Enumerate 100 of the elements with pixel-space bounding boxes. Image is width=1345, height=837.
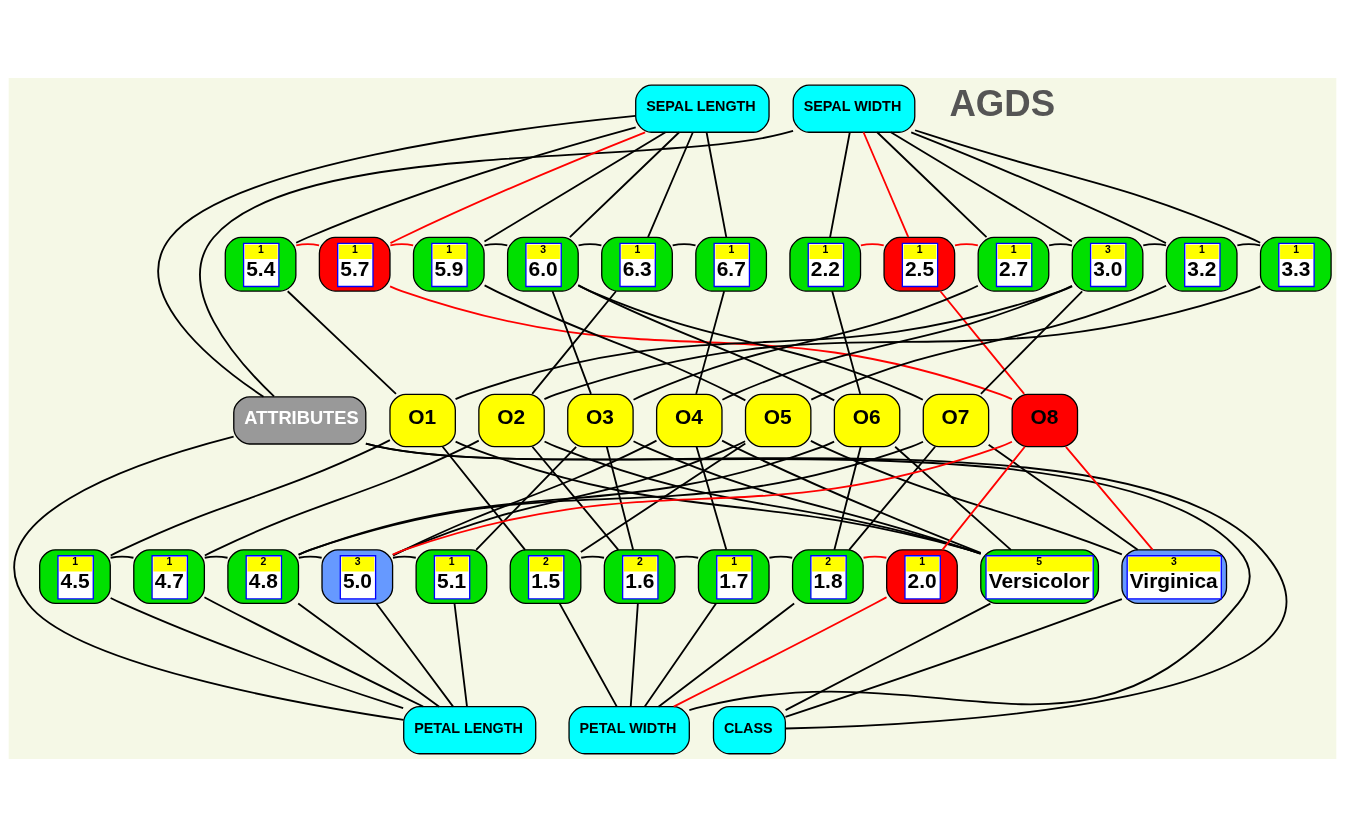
connector bbox=[203, 439, 480, 557]
connector bbox=[876, 131, 988, 239]
node-box: O4 bbox=[655, 393, 723, 448]
connector bbox=[389, 243, 415, 247]
connector bbox=[768, 555, 794, 559]
connector bbox=[695, 290, 726, 395]
node-box: 3 3.0 bbox=[1071, 236, 1144, 292]
connector bbox=[1142, 243, 1167, 247]
connector bbox=[531, 290, 617, 395]
connector bbox=[674, 555, 700, 559]
connector bbox=[894, 445, 1012, 551]
connector bbox=[889, 131, 1073, 243]
node-box: 2 1.5 bbox=[509, 549, 582, 605]
node-box: 1 2.5 bbox=[883, 236, 956, 292]
label: AGDS bbox=[949, 83, 1056, 125]
connector bbox=[833, 445, 862, 551]
connector bbox=[295, 243, 320, 247]
connector bbox=[829, 131, 851, 239]
node-box: 5 Versicolor bbox=[980, 549, 1100, 605]
connector bbox=[389, 131, 647, 245]
node-box: 1 5.7 bbox=[318, 236, 391, 292]
node-box: 1 3.2 bbox=[1165, 236, 1238, 292]
node-box: 1 2.0 bbox=[886, 549, 958, 605]
connector bbox=[721, 439, 982, 554]
connector bbox=[810, 284, 1167, 401]
node-box: O3 bbox=[567, 393, 634, 448]
connector bbox=[454, 440, 982, 555]
connector bbox=[568, 131, 681, 239]
connector bbox=[392, 439, 658, 557]
connector bbox=[392, 555, 417, 559]
connector bbox=[453, 602, 468, 708]
connector bbox=[657, 602, 796, 708]
connector bbox=[860, 243, 885, 247]
node-box: O7 bbox=[922, 393, 990, 448]
connector bbox=[672, 596, 888, 708]
connector bbox=[671, 243, 697, 247]
connector bbox=[721, 284, 1073, 401]
connector bbox=[1236, 243, 1262, 247]
connector bbox=[848, 445, 936, 551]
node-box: 2 1.6 bbox=[603, 549, 676, 605]
connector bbox=[286, 290, 397, 395]
connector bbox=[579, 442, 747, 553]
connector bbox=[784, 598, 1123, 718]
connector bbox=[441, 445, 526, 551]
node-box: O8 bbox=[1011, 393, 1079, 448]
connector bbox=[632, 284, 979, 401]
connector bbox=[629, 602, 639, 708]
connector bbox=[1065, 445, 1154, 551]
node-box: 1 4.7 bbox=[133, 549, 206, 605]
connector bbox=[647, 131, 694, 239]
node-box: O1 bbox=[389, 393, 456, 448]
connector bbox=[980, 290, 1084, 395]
node-box: SEPAL WIDTH bbox=[792, 84, 916, 133]
connector bbox=[941, 445, 1026, 551]
connector bbox=[297, 555, 323, 559]
connector bbox=[531, 445, 620, 551]
connector bbox=[109, 597, 405, 710]
node-box: PETAL WIDTH bbox=[568, 706, 690, 755]
connector bbox=[910, 131, 1167, 245]
connector bbox=[543, 440, 982, 555]
connector bbox=[375, 602, 455, 708]
connector bbox=[643, 602, 717, 708]
connector bbox=[295, 126, 637, 244]
connector bbox=[862, 131, 910, 239]
connector bbox=[483, 243, 509, 247]
connector bbox=[109, 555, 135, 559]
node-box: 1 6.3 bbox=[601, 236, 673, 292]
node-box: 1 5.4 bbox=[224, 236, 297, 292]
node-box: SEPAL LENGTH bbox=[635, 84, 770, 133]
connector bbox=[199, 129, 794, 398]
connector bbox=[483, 131, 667, 243]
connector bbox=[577, 284, 836, 402]
node-box: O6 bbox=[833, 393, 901, 448]
node-box: ATTRIBUTES bbox=[233, 396, 367, 445]
connector bbox=[577, 243, 603, 247]
connector bbox=[831, 290, 862, 395]
connector bbox=[391, 440, 1013, 556]
node-box: CLASS bbox=[712, 706, 787, 755]
connector bbox=[862, 555, 888, 559]
connector bbox=[109, 439, 391, 557]
connector bbox=[454, 285, 1074, 401]
connector bbox=[939, 290, 1026, 395]
connector bbox=[13, 435, 405, 721]
node-box: 3 6.0 bbox=[506, 236, 579, 292]
connector bbox=[705, 131, 728, 239]
connector bbox=[297, 602, 441, 708]
node-box: 1 3.3 bbox=[1259, 236, 1332, 292]
connector bbox=[203, 555, 229, 559]
connector bbox=[695, 445, 728, 551]
connector bbox=[392, 440, 746, 557]
connector bbox=[605, 445, 635, 551]
node-box: PETAL LENGTH bbox=[403, 706, 537, 755]
connector bbox=[1048, 243, 1073, 247]
connector bbox=[577, 284, 924, 401]
connector bbox=[914, 129, 1262, 244]
node-box: 1 6.7 bbox=[695, 236, 768, 292]
connector bbox=[543, 285, 1262, 400]
connector bbox=[389, 285, 1013, 401]
node-box: O5 bbox=[744, 393, 812, 448]
connector bbox=[954, 243, 979, 247]
